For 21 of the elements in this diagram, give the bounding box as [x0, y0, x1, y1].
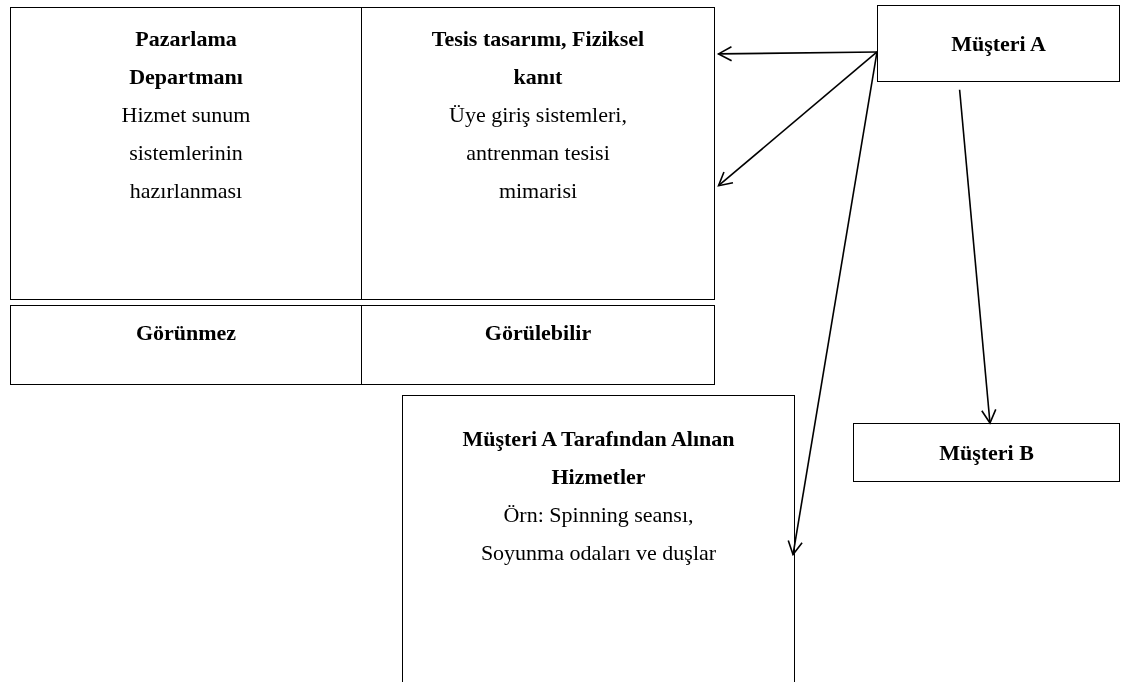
description: Hizmet sunum sistemlerinin hazırlanması — [120, 101, 252, 205]
description: Örn: Spinning seansı, Soyunma odaları ve duşlar — [479, 501, 718, 567]
arrow — [717, 45, 878, 62]
heading: Müşteri A Tarafından Alınan Hizmetler — [461, 425, 736, 491]
heading: Tesis tasarımı, Fiziksel kanıt — [430, 25, 646, 91]
text-box — [362, 7, 715, 300]
text-box — [877, 5, 1120, 82]
heading: Görünmez — [135, 319, 237, 347]
arrow — [717, 51, 878, 187]
text-box — [362, 305, 715, 385]
text-box — [10, 7, 362, 300]
heading: Müşteri A — [951, 29, 1046, 58]
arrow — [787, 51, 878, 556]
heading: Pazarlama Departmanı — [128, 25, 244, 91]
text-box — [853, 423, 1120, 482]
heading: Müşteri B — [939, 438, 1034, 467]
description: Üye giriş sistemleri, antrenman tesisi mimarisi — [448, 101, 628, 205]
heading: Görülebilir — [484, 319, 592, 347]
text-box — [10, 305, 362, 385]
arrow — [958, 88, 997, 424]
text-box — [402, 395, 795, 682]
